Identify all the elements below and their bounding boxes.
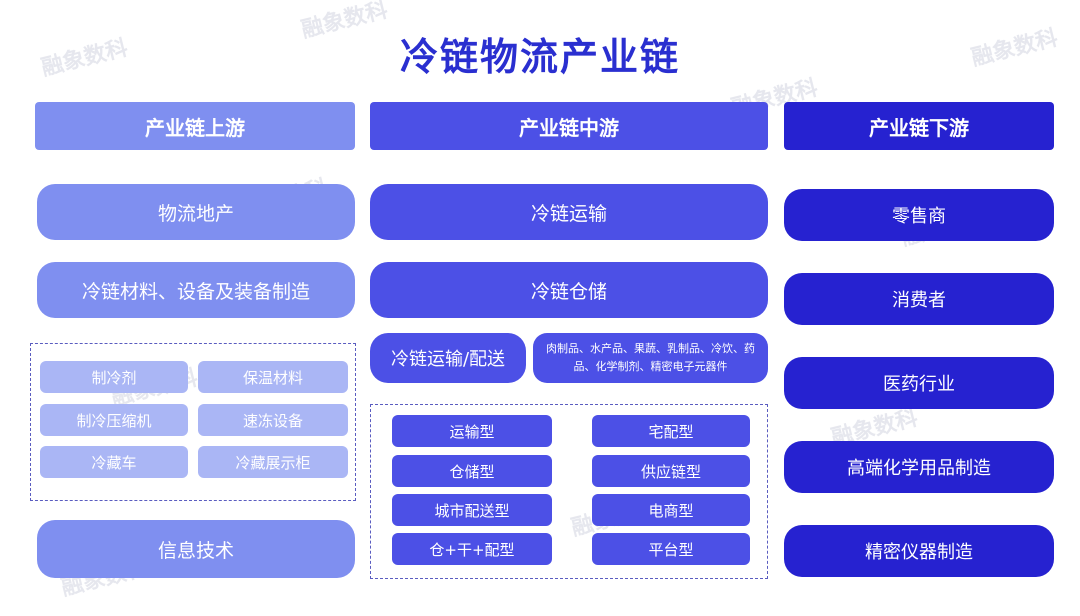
downstream-item: 消费者 <box>784 273 1054 325</box>
downstream-header: 产业链下游 <box>784 102 1054 150</box>
equipment-chip: 速冻设备 <box>198 404 348 436</box>
equipment-chip: 制冷剂 <box>40 361 188 393</box>
upstream-header: 产业链上游 <box>35 102 355 150</box>
upstream-item: 信息技术 <box>37 520 355 578</box>
equipment-chip: 冷藏车 <box>40 446 188 478</box>
type-chip: 电商型 <box>592 494 750 526</box>
downstream-item: 高端化学用品制造 <box>784 441 1054 493</box>
upstream-item: 物流地产 <box>37 184 355 240</box>
midstream-header: 产业链中游 <box>370 102 768 150</box>
type-chip: 城市配送型 <box>392 494 552 526</box>
midstream-item: 冷链运输 <box>370 184 768 240</box>
products-note: 肉制品、水产品、果蔬、乳制品、冷饮、药品、化学制剂、精密电子元器件 <box>533 333 768 383</box>
page-title: 冷链物流产业链 <box>399 35 680 79</box>
type-chip: 宅配型 <box>592 415 750 447</box>
equipment-chip: 冷藏展示柜 <box>198 446 348 478</box>
type-chip: 仓+干+配型 <box>392 533 552 565</box>
equipment-chip: 制冷压缩机 <box>40 404 188 436</box>
upstream-item: 冷链材料、设备及装备制造 <box>37 262 355 318</box>
downstream-item: 医药行业 <box>784 357 1054 409</box>
delivery-pill: 冷链运输/配送 <box>370 333 526 383</box>
type-chip: 运输型 <box>392 415 552 447</box>
type-chip: 平台型 <box>592 533 750 565</box>
equipment-box <box>30 343 356 501</box>
type-chip: 仓储型 <box>392 455 552 487</box>
type-chip: 供应链型 <box>592 455 750 487</box>
downstream-item: 精密仪器制造 <box>784 525 1054 577</box>
midstream-item: 冷链仓储 <box>370 262 768 318</box>
types-box <box>370 404 768 579</box>
equipment-chip: 保温材料 <box>198 361 348 393</box>
downstream-item: 零售商 <box>784 189 1054 241</box>
